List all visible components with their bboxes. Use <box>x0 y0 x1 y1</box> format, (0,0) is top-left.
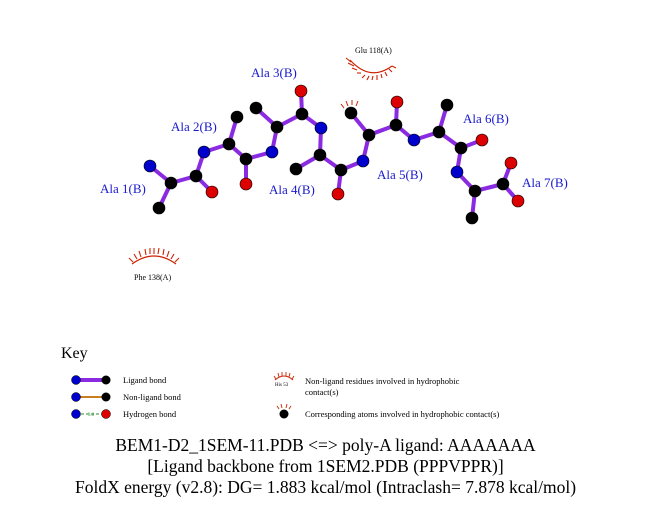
atom-n <box>265 145 279 159</box>
key-ligand-bond-label: Ligand bond <box>123 375 167 385</box>
hydrophobic-arc-glu118: Glu 118(A) <box>345 46 397 81</box>
atom-c <box>362 128 376 142</box>
atom-c <box>496 177 510 191</box>
caption-line-3: FoldX energy (v2.8): DG= 1.883 kcal/mol … <box>74 477 577 497</box>
residue-label-ala7: Ala 7(B) <box>522 175 568 190</box>
key-hydrogen-bond-label: Hydrogen bond <box>123 409 177 419</box>
residue-label-phe138: Phe 138(A) <box>134 273 171 282</box>
atom-c <box>239 152 253 166</box>
atom-c <box>465 211 479 225</box>
residue-label-glu118: Glu 118(A) <box>355 46 392 55</box>
atom-o <box>511 194 525 208</box>
atom-c <box>344 106 358 120</box>
atom-c <box>432 125 446 139</box>
atoms <box>143 84 525 225</box>
key-ligand-bond: Ligand bond <box>71 375 167 385</box>
residue-label-ala4: Ala 4(B) <box>269 182 315 197</box>
key-nonligand-bond-label: Non-ligand bond <box>123 392 182 402</box>
atom-c <box>313 148 327 162</box>
atom-c <box>440 98 454 112</box>
key-hbond-distance: 3.0 <box>88 413 95 418</box>
atom-o <box>205 185 219 199</box>
atom-c <box>249 101 263 115</box>
atom-c <box>334 163 348 177</box>
atom-c <box>454 141 468 155</box>
atom-o <box>504 156 518 170</box>
residue-label-ala1: Ala 1(B) <box>100 181 146 196</box>
key-corresponding-atoms-label: Corresponding atoms involved in hydropho… <box>305 409 499 419</box>
key-legend: Key Ligand bond Non-ligand bond 3.0 Hydr… <box>61 345 499 419</box>
atom-c <box>468 184 482 198</box>
key-hydrogen-bond: 3.0 Hydrogen bond <box>71 409 177 419</box>
hydrophobic-contacts: Glu 118(A) Phe 138(A) <box>128 46 397 282</box>
atom-o <box>475 133 489 147</box>
hydrophobic-arc-phe138: Phe 138(A) <box>128 247 180 282</box>
key-hydrophobic-label-1: Non-ligand residues involved in hydropho… <box>305 376 460 386</box>
key-title: Key <box>61 345 88 362</box>
atom-c <box>189 169 203 183</box>
atom-c <box>164 176 178 190</box>
caption-line-2: [Ligand backbone from 1SEM2.PDB (PPPVPPR… <box>147 456 504 476</box>
residue-label-ala3: Ala 3(B) <box>251 65 297 80</box>
key-nonligand-bond: Non-ligand bond <box>71 392 182 402</box>
key-hydrophobic-example: His 53 <box>275 383 289 388</box>
atom-n <box>407 133 421 147</box>
atom-c <box>152 201 166 215</box>
atom-n <box>450 165 464 179</box>
atom-n <box>356 154 370 168</box>
caption-line-1: BEM1-D2_1SEM-11.PDB <=> poly-A ligand: A… <box>115 435 536 455</box>
atom-o <box>239 177 253 191</box>
key-hydrophobic-residues: His 53 Non-ligand residues involved in h… <box>273 372 460 397</box>
atom-c <box>222 137 236 151</box>
residue-label-ala2: Ala 2(B) <box>171 119 217 134</box>
atom-c <box>295 107 309 121</box>
hydrophobic-atom-marker <box>340 100 359 109</box>
atom-n <box>143 159 157 173</box>
atom-c <box>270 120 284 134</box>
key-corresponding-atoms: Corresponding atoms involved in hydropho… <box>276 403 499 419</box>
key-hydrophobic-label-2: contact(s) <box>305 387 339 397</box>
atom-c <box>289 162 303 176</box>
atom-c <box>230 110 244 124</box>
atom-n <box>197 145 211 159</box>
atom-o <box>331 187 345 201</box>
atom-o <box>294 84 308 98</box>
atom-n <box>314 121 328 135</box>
residue-labels: Ala 1(B) Ala 2(B) Ala 3(B) Ala 4(B) Ala … <box>100 65 568 197</box>
residue-label-ala6: Ala 6(B) <box>463 111 509 126</box>
atom-c <box>389 118 403 132</box>
residue-label-ala5: Ala 5(B) <box>377 167 423 182</box>
atom-o <box>390 95 404 109</box>
